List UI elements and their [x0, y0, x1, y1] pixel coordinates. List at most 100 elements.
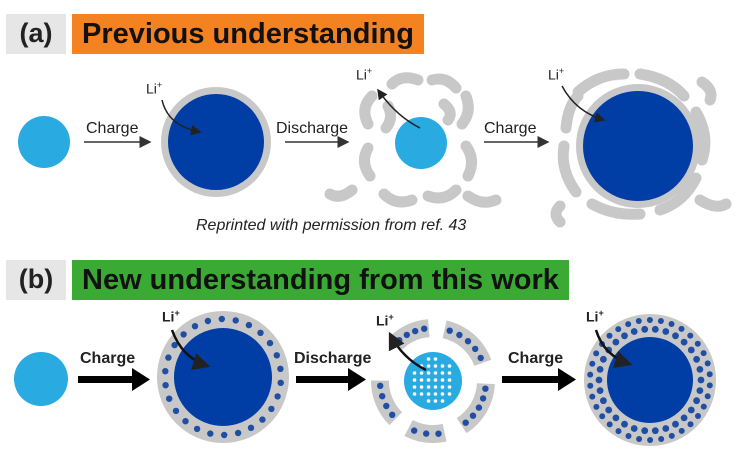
li-dot [257, 329, 264, 336]
panel-a-li-label-1: Li+ [146, 80, 163, 97]
li-dot [389, 411, 396, 418]
li-dot [612, 414, 620, 422]
li-dot [694, 340, 701, 347]
core-dot [447, 378, 452, 382]
li-dot [641, 325, 649, 333]
li-dot [605, 406, 613, 414]
li-dot [636, 436, 643, 442]
li-dot [678, 325, 685, 332]
li-dot [479, 395, 487, 402]
panel-a-pristine-particle [18, 116, 70, 168]
core-dot [440, 378, 445, 382]
li-dot [668, 321, 675, 327]
panel-a-li-insert-arrow-2 [561, 85, 606, 123]
li-dot [625, 321, 632, 328]
li-dot [266, 339, 274, 347]
core-dot [426, 378, 431, 382]
li-dot [693, 397, 700, 405]
core-dot [433, 378, 438, 382]
core-dot [419, 371, 424, 375]
li-dot [621, 332, 628, 340]
panel-b-li-label-2: Li+ [376, 312, 394, 329]
panel-b-li-extract-arrow [388, 331, 427, 372]
panel-a-li-label-3: Li+ [548, 66, 565, 83]
li-dot [456, 331, 463, 339]
li-dot [221, 431, 228, 439]
li-dot [162, 382, 169, 389]
core-dot [447, 385, 452, 389]
core-dot [419, 385, 424, 389]
li-dot [704, 393, 711, 400]
shell-fragment [371, 380, 403, 426]
li-dot [641, 427, 649, 435]
core-dot [440, 385, 445, 389]
panel-a-discharged-particle [395, 117, 447, 169]
li-dot [595, 376, 603, 384]
core-dot [412, 385, 417, 389]
panel-b-li-insert-arrow-1 [170, 329, 211, 370]
panel-b-artwork [14, 311, 716, 446]
core-dot [433, 364, 438, 368]
li-dot [615, 428, 622, 435]
core-dot [433, 399, 438, 403]
li-dot [706, 382, 713, 389]
core-dot [433, 357, 438, 361]
core-dot [426, 399, 431, 403]
li-dot [700, 403, 707, 410]
panel-b-li-label-3: Li+ [586, 308, 604, 325]
core-dot [440, 371, 445, 375]
core-dot [412, 378, 417, 382]
panel-a-recharged-shell [550, 68, 732, 228]
core-dot [426, 357, 431, 361]
li-dot [589, 360, 596, 367]
li-dot [165, 354, 172, 361]
li-dot [421, 325, 428, 332]
li-dot [658, 436, 665, 442]
core-dot [447, 392, 452, 396]
li-dot [593, 403, 600, 410]
panel-b-arrow-2 [296, 368, 366, 391]
core-dot [433, 392, 438, 396]
core-dot [433, 385, 438, 389]
li-dot [630, 328, 638, 335]
li-dot [706, 371, 713, 378]
li-dot [662, 425, 670, 432]
panel-a-step-charge-2: Charge [484, 120, 537, 137]
li-dot [232, 317, 239, 324]
li-dot [680, 338, 688, 346]
li-dot [704, 360, 711, 367]
panel-b-title: New understanding from this work [72, 260, 569, 300]
li-dot [662, 328, 670, 335]
li-dot [274, 393, 281, 400]
li-dot [462, 419, 469, 426]
panel-b-step-charge-1: Charge [80, 350, 136, 367]
li-dot [171, 341, 178, 349]
li-dot [695, 413, 701, 419]
li-dot [596, 366, 604, 373]
core-dot [426, 371, 431, 375]
li-dot [630, 425, 638, 432]
panel-b-step-discharge: Discharge [294, 350, 372, 367]
li-dot [600, 397, 607, 405]
panel-b-arrow-1 [78, 368, 150, 391]
li-dot [268, 405, 275, 413]
li-dot [464, 338, 472, 345]
li-dot [277, 365, 284, 372]
li-dot [259, 416, 266, 423]
li-dot [377, 382, 384, 389]
li-dot [589, 393, 596, 400]
li-dot [700, 350, 707, 357]
li-dot [668, 432, 675, 439]
li-dot [625, 433, 632, 439]
li-dot [234, 429, 242, 437]
li-dot [687, 332, 694, 339]
panel-b-li-label-1: Li+ [162, 308, 180, 325]
panel-b-step-charge-2: Charge [508, 350, 564, 367]
li-dot [600, 355, 607, 363]
li-dot [191, 323, 199, 330]
panel-a-artwork [18, 68, 732, 228]
li-dot [587, 382, 594, 389]
core-dot [440, 392, 445, 396]
li-dot [379, 393, 386, 400]
